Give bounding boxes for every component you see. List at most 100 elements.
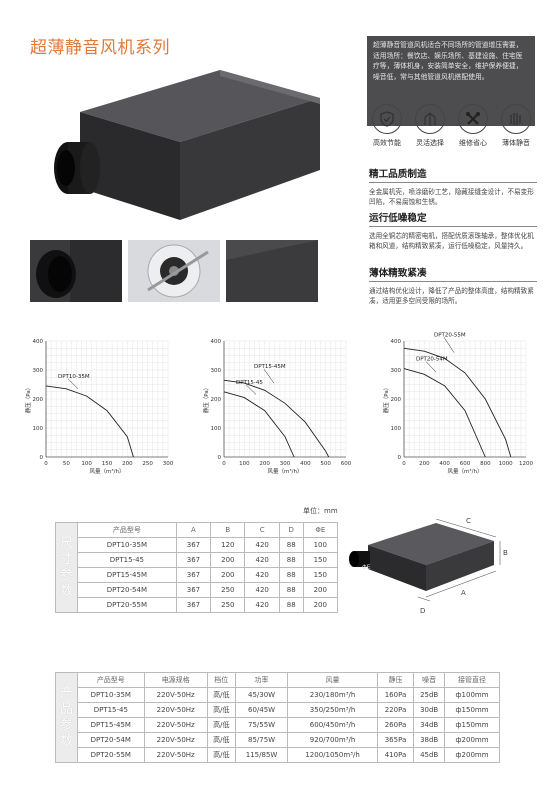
table-cell: 高/低 bbox=[206, 717, 236, 733]
table-cell: 88 bbox=[278, 597, 304, 613]
detail-photo-outlet bbox=[30, 240, 122, 302]
x-tick-label: 800 bbox=[480, 461, 491, 467]
table-cell: 350/250m³/h bbox=[287, 702, 378, 718]
column-header: 噪音 bbox=[413, 672, 446, 688]
parameter-side-label: 产品参数 bbox=[55, 672, 78, 763]
column-header: 接管直径 bbox=[444, 672, 500, 688]
y-tick-label: 0 bbox=[218, 455, 222, 461]
table-cell: 高/低 bbox=[206, 702, 236, 718]
x-tick-label: 200 bbox=[419, 461, 430, 467]
table-cell: 600/450m³/h bbox=[287, 717, 378, 733]
table-cell: 45/30W bbox=[234, 687, 289, 703]
y-axis-label: 静压（Pa） bbox=[24, 385, 32, 413]
table-cell: 115/85W bbox=[234, 747, 289, 763]
column-header: B bbox=[210, 522, 246, 538]
table-cell: DPT20-55M bbox=[77, 747, 145, 763]
table-cell: 150 bbox=[302, 567, 339, 583]
table-cell: 220V-50Hz bbox=[143, 732, 208, 748]
feature-quality: 精工品质制造 全金属机壳，喷涂磨砂工艺，隐藏接缝金设计，不易变形凹陷，不易腐蚀和… bbox=[369, 166, 537, 207]
table-cell: 88 bbox=[278, 552, 304, 568]
table-cell: 367 bbox=[175, 552, 212, 568]
feature-title: 精工品质制造 bbox=[369, 166, 537, 183]
series-line bbox=[403, 368, 486, 458]
table-cell: 30dB bbox=[413, 702, 446, 718]
table-cell: 25dB bbox=[413, 687, 446, 703]
column-header: 产品型号 bbox=[77, 522, 177, 538]
x-axis-label: 风量（m³/h） bbox=[90, 468, 125, 475]
table-cell: 120 bbox=[210, 537, 246, 553]
feature-text: 选用全铜芯的精密电机，搭配优质滚珠轴承，整体优化机箱和风道，结构精致紧凑，运行低… bbox=[369, 232, 534, 250]
feature-title: 运行低噪稳定 bbox=[369, 210, 537, 227]
y-tick-label: 300 bbox=[211, 368, 222, 374]
y-tick-label: 100 bbox=[33, 426, 44, 432]
table-cell: 220V-50Hz bbox=[143, 717, 208, 733]
table-cell: 367 bbox=[175, 567, 212, 583]
series-label: DPT10-35M bbox=[58, 374, 90, 380]
series-label: DPT20-54M bbox=[416, 357, 448, 363]
table-cell: 420 bbox=[244, 537, 280, 553]
series-leader bbox=[67, 378, 79, 389]
x-tick-label: 100 bbox=[81, 461, 92, 467]
table-cell: 88 bbox=[278, 567, 304, 583]
series-leader bbox=[425, 361, 437, 373]
x-tick-label: 150 bbox=[102, 461, 113, 467]
feature-text: 通过结构优化设计，降低了产品的整体高度，结构精致紧凑，适用更多空间受限的场所。 bbox=[369, 287, 534, 305]
column-header: ΦE bbox=[302, 522, 339, 538]
table-cell: 220Pa bbox=[376, 702, 415, 718]
table-cell: 220V-50Hz bbox=[143, 702, 208, 718]
x-tick-label: 1200 bbox=[519, 461, 533, 467]
column-header: A bbox=[175, 522, 212, 538]
x-tick-label: 600 bbox=[341, 461, 352, 467]
table-cell: DPT10-35M bbox=[77, 537, 177, 553]
table-cell: ф200mm bbox=[444, 732, 500, 748]
y-tick-label: 0 bbox=[40, 455, 44, 461]
fins-icon: 薄体静音 bbox=[496, 104, 536, 148]
tools-icon: 维修省心 bbox=[453, 104, 493, 148]
table-cell: 200 bbox=[302, 582, 339, 598]
table-cell: 220V-50Hz bbox=[143, 747, 208, 763]
shield-check-icon: 高效节能 bbox=[367, 104, 407, 148]
series-line bbox=[223, 391, 295, 458]
y-tick-label: 300 bbox=[391, 368, 402, 374]
column-header: 产品型号 bbox=[77, 672, 145, 688]
table-cell: 75/55W bbox=[234, 717, 289, 733]
series-leader bbox=[245, 384, 257, 395]
table-cell: 200 bbox=[210, 567, 246, 583]
unit-label: 单位：mm bbox=[303, 507, 338, 515]
table-cell: ф100mm bbox=[444, 687, 500, 703]
column-header: 功率 bbox=[234, 672, 289, 688]
table-cell: 高/低 bbox=[206, 687, 236, 703]
detail-photo-surface bbox=[226, 240, 318, 302]
x-axis-label: 风量（m³/h） bbox=[448, 468, 483, 475]
table-cell: DPT20-54M bbox=[77, 732, 145, 748]
table-cell: DPT15-45 bbox=[77, 702, 145, 718]
series-leader bbox=[443, 337, 455, 353]
y-tick-label: 200 bbox=[33, 397, 44, 403]
table-cell: 150 bbox=[302, 552, 339, 568]
table-cell: ф200mm bbox=[444, 747, 500, 763]
dim-label-b: B bbox=[503, 549, 508, 557]
table-cell: 88 bbox=[278, 537, 304, 553]
y-axis-label: 静压（Pa） bbox=[202, 385, 210, 413]
hero-product-image bbox=[40, 70, 360, 230]
x-tick-label: 50 bbox=[63, 461, 70, 467]
table-cell: 34dB bbox=[413, 717, 446, 733]
dim-label-c: C bbox=[466, 517, 471, 525]
feature-title: 薄体精致紧凑 bbox=[369, 265, 537, 282]
dimension-side-label: 尺寸参数 bbox=[55, 522, 78, 613]
table-cell: 88 bbox=[278, 582, 304, 598]
y-tick-label: 100 bbox=[211, 426, 222, 432]
y-tick-label: 100 bbox=[391, 426, 402, 432]
series-leader bbox=[263, 369, 275, 384]
x-tick-label: 300 bbox=[280, 461, 291, 467]
column-header: 电源规格 bbox=[143, 672, 208, 688]
table-cell: 367 bbox=[175, 582, 212, 598]
